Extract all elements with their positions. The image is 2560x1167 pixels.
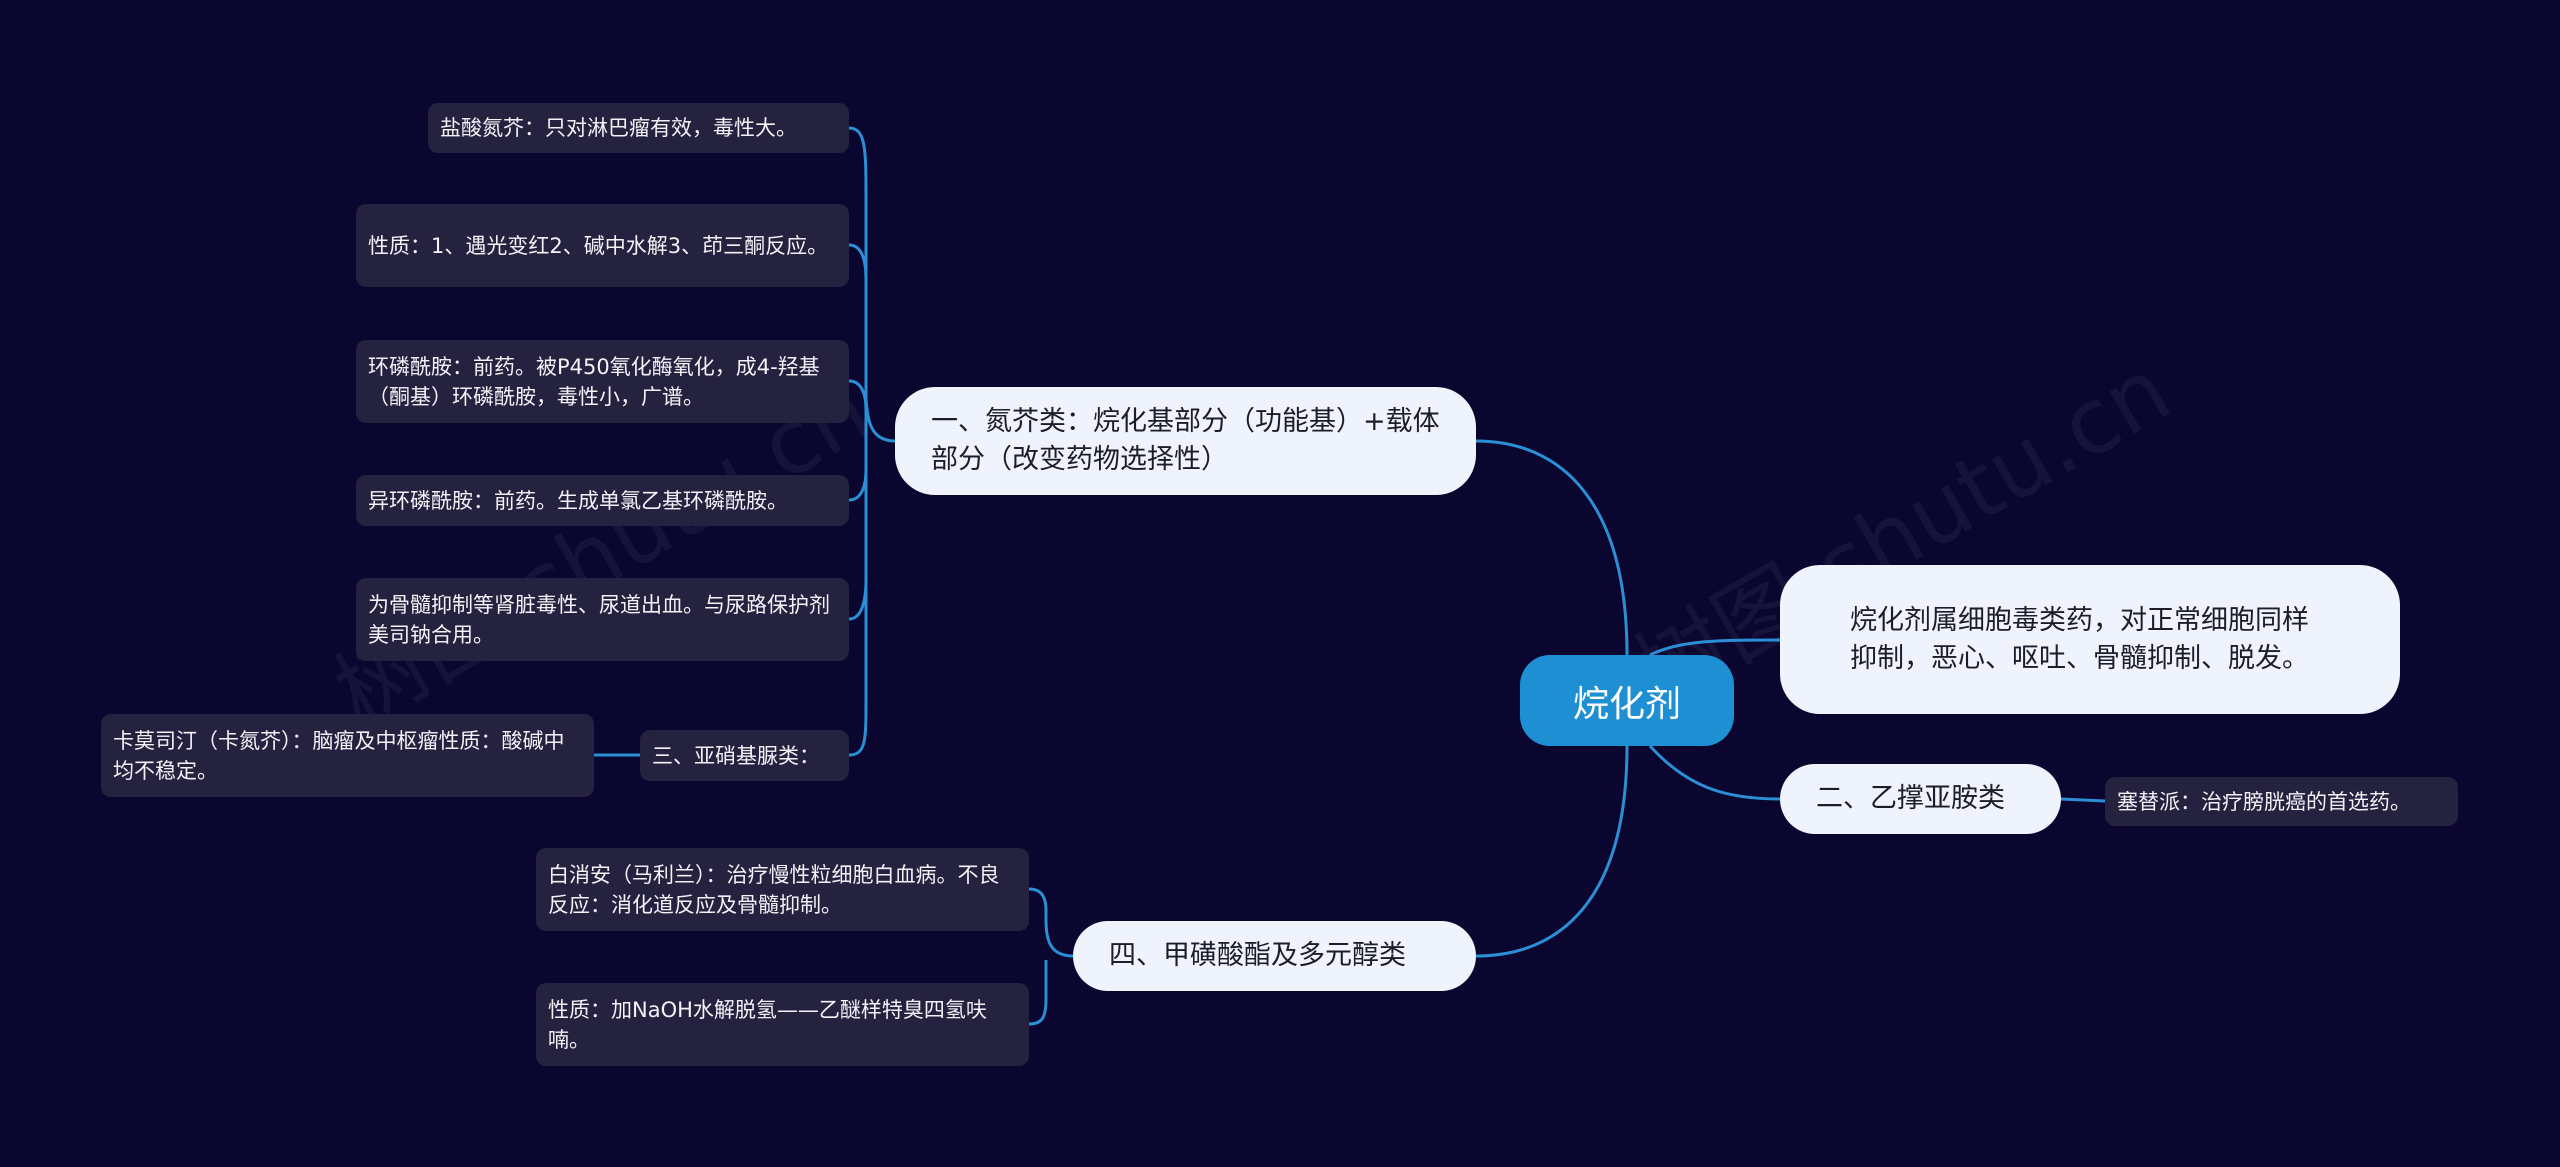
branch-label: 一、氮芥类：烷化基部分（功能基）+载体部分（改变药物选择性） (931, 406, 1440, 475)
leaf-text: 盐酸氮芥：只对淋巴瘤有效，毒性大。 (440, 116, 797, 140)
connector (848, 579, 868, 621)
branch-label: 二、乙撑亚胺类 (1816, 783, 2005, 814)
leaf-text: 白消安（马利兰）：治疗慢性粒细胞白血病。不良反应：消化道反应及骨髓抑制。 (548, 862, 1000, 917)
leaf-node[interactable]: 性质：1、遇光变红2、碱中水解3、茚三酮反应。 (356, 204, 849, 287)
connector (1475, 439, 1629, 656)
branch-label: 烷化剂属细胞毒类药，对正常细胞同样抑制，恶心、呕吐、骨髓抑制、脱发。 (1850, 604, 2309, 674)
leaf-node[interactable]: 为骨髓抑制等肾脏毒性、尿道出血。与尿路保护剂美司钠合用。 (356, 578, 849, 661)
leaf-node[interactable]: 性质：加NaOH水解脱氢——乙醚样特臭四氢呋喃。 (536, 983, 1029, 1066)
connector (1028, 960, 1048, 1026)
leaf-text: 异环磷酰胺：前药。生成单氯乙基环磷酰胺。 (368, 488, 788, 513)
leaf-node[interactable]: 环磷酰胺：前药。被P450氧化酶氧化，成4-羟基（酮基）环磷酰胺，毒性小，广谱。 (356, 340, 849, 423)
leaf-node[interactable]: 卡莫司汀（卡氮芥）：脑瘤及中枢瘤性质：酸碱中均不稳定。 (101, 714, 594, 797)
central-topic[interactable]: 烷化剂 (1520, 655, 1734, 746)
leaf-text: 卡莫司汀（卡氮芥）：脑瘤及中枢瘤性质：酸碱中均不稳定。 (113, 728, 565, 783)
leaf-node[interactable]: 白消安（马利兰）：治疗慢性粒细胞白血病。不良反应：消化道反应及骨髓抑制。 (536, 848, 1029, 931)
leaf-text: 为骨髓抑制等肾脏毒性、尿道出血。与尿路保护剂美司钠合用。 (368, 592, 830, 647)
connector (848, 243, 868, 281)
leaf-text: 塞替派：治疗膀胱癌的首选药。 (2117, 789, 2411, 814)
leaf-text: 三、亚硝基脲类： (652, 743, 820, 768)
connector (848, 126, 868, 757)
connector (1028, 887, 1074, 958)
leaf-node[interactable]: 异环磷酰胺：前药。生成单氯乙基环磷酰胺。 (356, 475, 849, 526)
connector (1649, 638, 1781, 657)
branch-sulfonate[interactable]: 四、甲磺酸酯及多元醇类 (1073, 921, 1476, 991)
branch-description[interactable]: 烷化剂属细胞毒类药，对正常细胞同样抑制，恶心、呕吐、骨髓抑制、脱发。 (1780, 565, 2400, 714)
branch-nitrogen-mustard[interactable]: 一、氮芥类：烷化基部分（功能基）+载体部分（改变药物选择性） (895, 387, 1476, 495)
leaf-text: 性质：加NaOH水解脱氢——乙醚样特臭四氢呋喃。 (548, 997, 987, 1052)
leaf-node[interactable]: 盐酸氮芥：只对淋巴瘤有效，毒性大。 (428, 103, 849, 153)
central-topic-label: 烷化剂 (1572, 683, 1681, 725)
connector (848, 379, 868, 411)
connector (1648, 744, 1781, 801)
branch-nitrosourea[interactable]: 三、亚硝基脲类： (640, 730, 849, 781)
leaf-node[interactable]: 塞替派：治疗膀胱癌的首选药。 (2105, 777, 2458, 826)
connector (848, 469, 868, 502)
connector (1475, 745, 1629, 958)
leaf-text: 环磷酰胺：前药。被P450氧化酶氧化，成4-羟基（酮基）环磷酰胺，毒性小，广谱。 (368, 354, 820, 409)
connector (864, 399, 896, 443)
connector (2060, 797, 2106, 803)
leaf-text: 性质：1、遇光变红2、碱中水解3、茚三酮反应。 (368, 233, 829, 258)
branch-label: 四、甲磺酸酯及多元醇类 (1109, 940, 1406, 971)
branch-ethylenimine[interactable]: 二、乙撑亚胺类 (1780, 764, 2061, 834)
